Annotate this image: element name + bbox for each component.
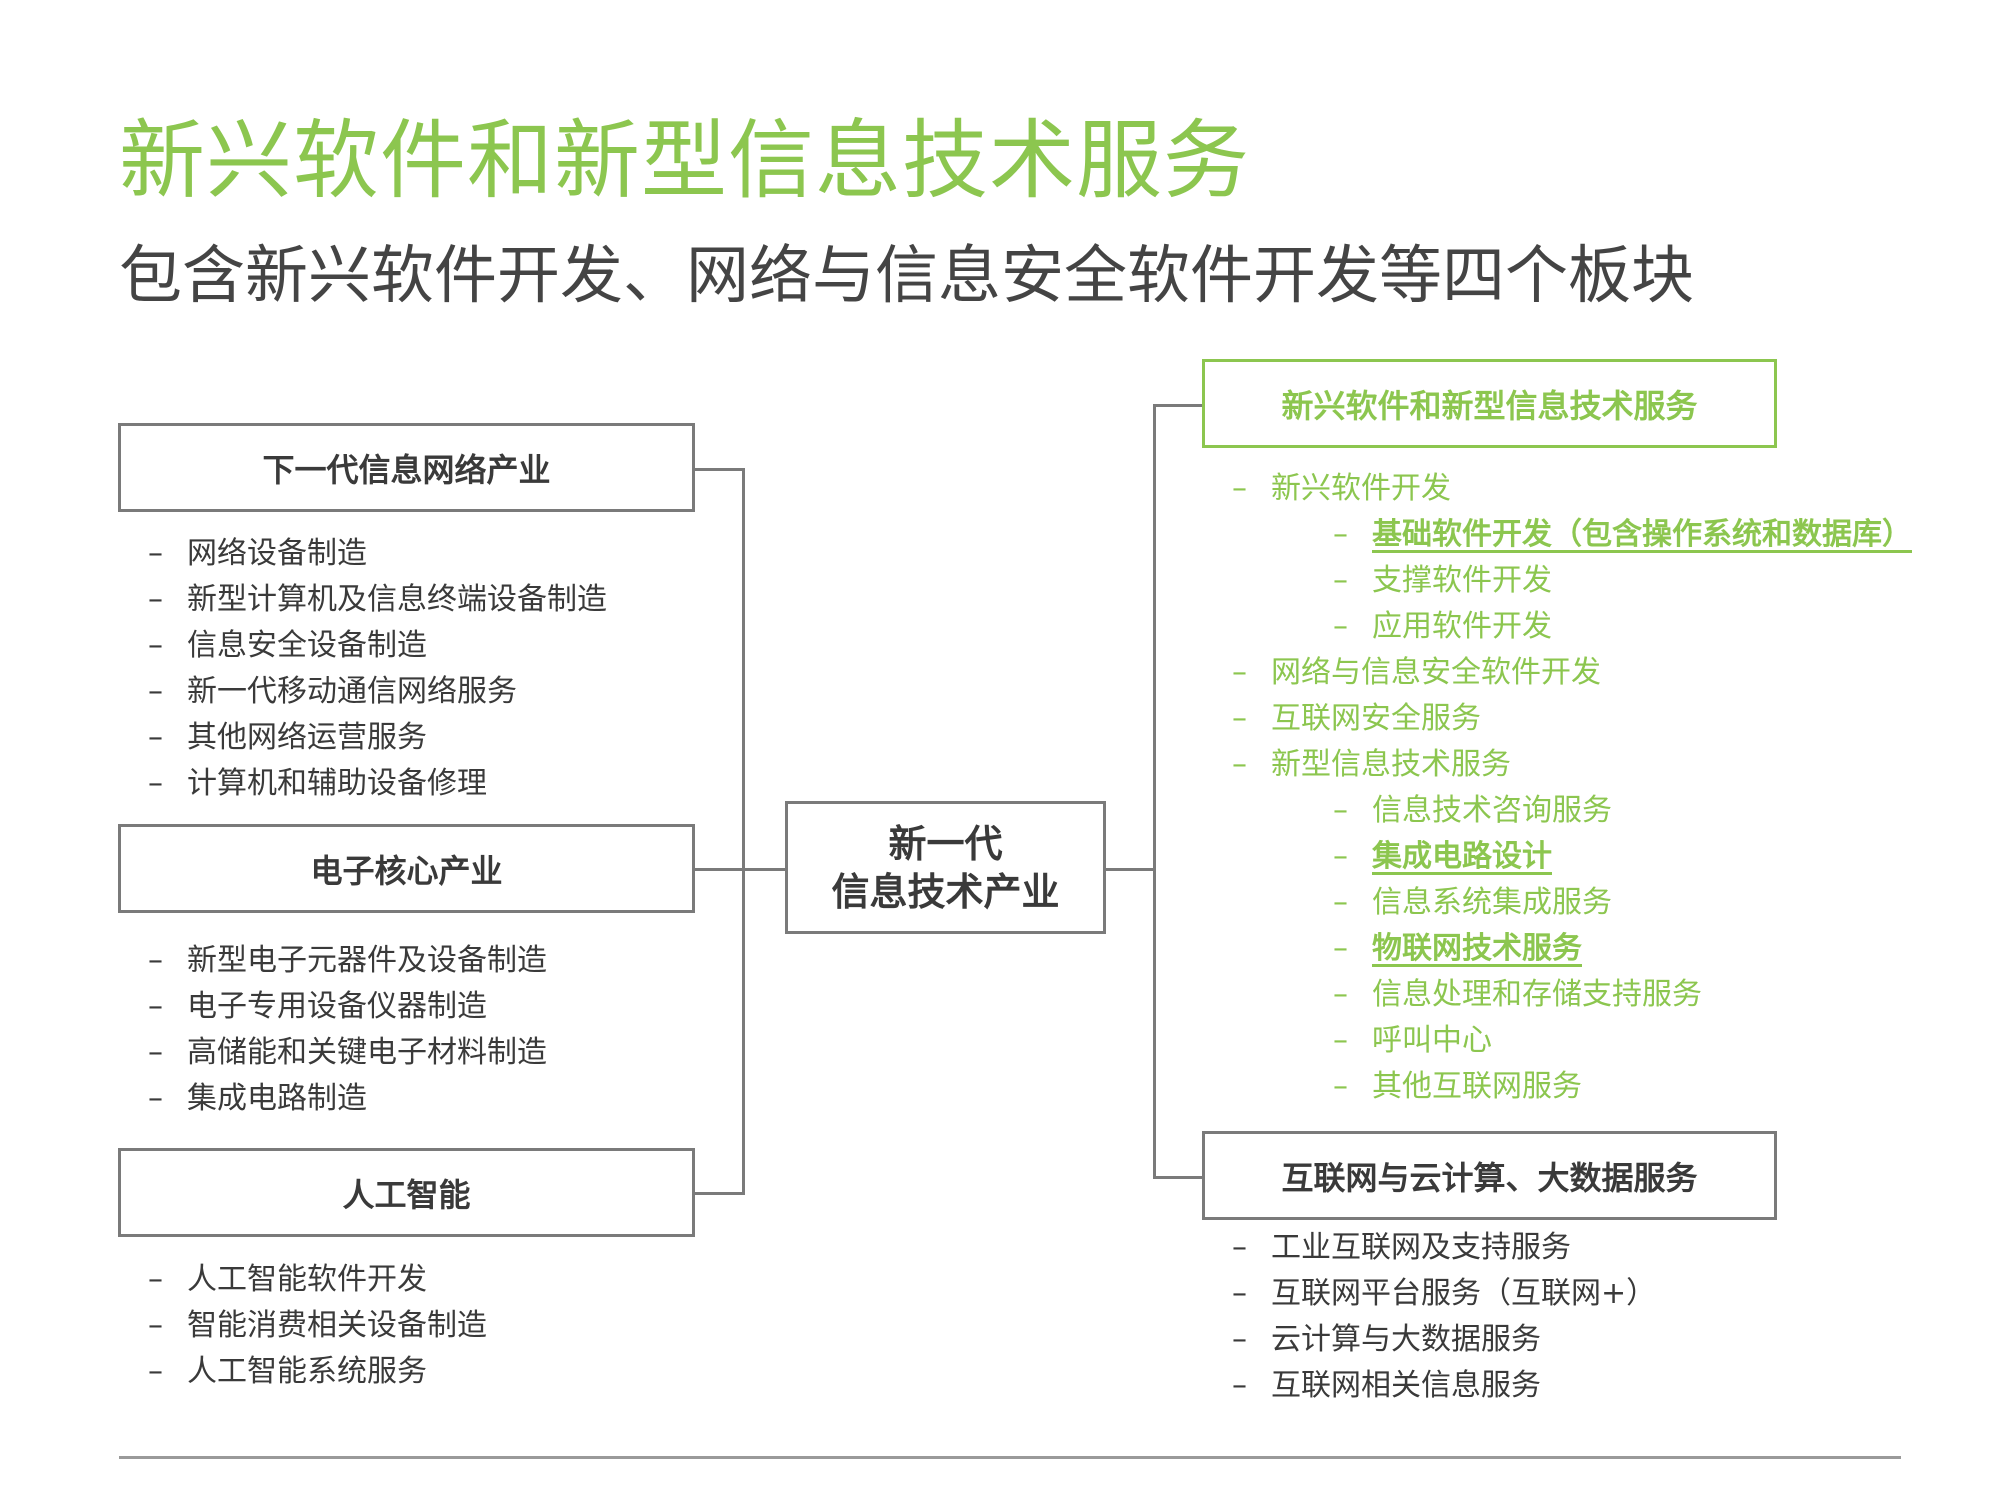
right-group-box-emerging-software: 新兴软件和新型信息技术服务 <box>1202 359 1777 448</box>
connector-line <box>742 468 745 1195</box>
dash-glyph: – <box>1333 1069 1348 1104</box>
left-group-list-ai: –人工智能软件开发 –智能消费相关设备制造 –人工智能系统服务 <box>148 1257 487 1395</box>
list-item: –互联网平台服务（互联网+） <box>1232 1271 1656 1317</box>
list-item: –信息技术咨询服务 <box>1333 788 1912 834</box>
list-item: –信息处理和存储支持服务 <box>1333 972 1912 1018</box>
left-group-list-network: –网络设备制造 –新型计算机及信息终端设备制造 –信息安全设备制造 –新一代移动… <box>148 531 607 807</box>
dash-glyph: – <box>1333 793 1348 828</box>
connector-line <box>1153 404 1156 1179</box>
left-group-title: 电子核心产业 <box>310 851 503 890</box>
right-group-title: 新兴软件和新型信息技术服务 <box>1281 386 1698 425</box>
dash-glyph: – <box>1232 701 1247 736</box>
dash-glyph: – <box>148 536 163 571</box>
dash-glyph: – <box>148 1308 163 1343</box>
connector-line <box>742 868 786 871</box>
dash-glyph: – <box>1333 517 1348 552</box>
dash-glyph: – <box>148 1262 163 1297</box>
list-item: –呼叫中心 <box>1333 1018 1912 1064</box>
right-group-list-emerging-software: –新兴软件开发 –基础软件开发（包含操作系统和数据库） –支撑软件开发 –应用软… <box>1232 466 1912 1110</box>
dash-glyph: – <box>1333 931 1348 966</box>
list-item: –计算机和辅助设备修理 <box>148 761 607 807</box>
list-item: –新一代移动通信网络服务 <box>148 669 607 715</box>
right-group-list-cloud-bigdata: –工业互联网及支持服务 –互联网平台服务（互联网+） –云计算与大数据服务 –互… <box>1232 1225 1656 1409</box>
list-item: –人工智能软件开发 <box>148 1257 487 1303</box>
right-group-box-cloud-bigdata: 互联网与云计算、大数据服务 <box>1202 1131 1777 1220</box>
connector-line <box>695 868 745 871</box>
dash-glyph: – <box>1333 885 1348 920</box>
dash-glyph: – <box>1333 563 1348 598</box>
list-item: –人工智能系统服务 <box>148 1349 487 1395</box>
list-item: –互联网安全服务 <box>1232 696 1912 742</box>
list-item: –其他网络运营服务 <box>148 715 607 761</box>
list-item: –互联网相关信息服务 <box>1232 1363 1656 1409</box>
dash-glyph: – <box>148 1035 163 1070</box>
left-group-box-electronics: 电子核心产业 <box>118 824 695 913</box>
list-item: –网络设备制造 <box>148 531 607 577</box>
list-item: –新型信息技术服务 <box>1232 742 1912 788</box>
dash-glyph: – <box>1232 1276 1247 1311</box>
list-item: –信息安全设备制造 <box>148 623 607 669</box>
connector-line <box>1106 868 1156 871</box>
dash-glyph: – <box>1232 471 1247 506</box>
page-title: 新兴软件和新型信息技术服务 <box>119 111 1250 211</box>
list-item: –集成电路制造 <box>148 1076 547 1122</box>
left-group-title: 人工智能 <box>342 1175 471 1214</box>
left-group-box-network: 下一代信息网络产业 <box>118 423 695 512</box>
dash-glyph: – <box>1232 1322 1247 1357</box>
connector-line <box>1153 1176 1204 1179</box>
dash-glyph: – <box>1333 1023 1348 1058</box>
list-item: –高储能和关键电子材料制造 <box>148 1030 547 1076</box>
page-subtitle: 包含新兴软件开发、网络与信息安全软件开发等四个板块 <box>119 239 1694 312</box>
footer-divider <box>119 1456 1901 1459</box>
list-item: –新兴软件开发 <box>1232 466 1912 512</box>
list-item: –新型电子元器件及设备制造 <box>148 938 547 984</box>
list-item: –应用软件开发 <box>1333 604 1912 650</box>
center-node-line2: 信息技术产业 <box>831 869 1060 914</box>
dash-glyph: – <box>148 943 163 978</box>
list-item: –支撑软件开发 <box>1333 558 1912 604</box>
dash-glyph: – <box>1232 1368 1247 1403</box>
list-item: –新型计算机及信息终端设备制造 <box>148 577 607 623</box>
list-item: –工业互联网及支持服务 <box>1232 1225 1656 1271</box>
connector-line <box>695 1192 745 1195</box>
dash-glyph: – <box>148 720 163 755</box>
dash-glyph: – <box>148 766 163 801</box>
left-group-title: 下一代信息网络产业 <box>262 450 551 489</box>
dash-glyph: – <box>1232 1230 1247 1265</box>
dash-glyph: – <box>1333 609 1348 644</box>
list-item: –云计算与大数据服务 <box>1232 1317 1656 1363</box>
dash-glyph: – <box>148 989 163 1024</box>
list-item: –电子专用设备仪器制造 <box>148 984 547 1030</box>
dash-glyph: – <box>1232 655 1247 690</box>
dash-glyph: – <box>148 674 163 709</box>
center-node-box: 新一代 信息技术产业 <box>785 801 1106 934</box>
list-item: –网络与信息安全软件开发 <box>1232 650 1912 696</box>
list-item-highlighted: –物联网技术服务 <box>1333 926 1912 972</box>
connector-line <box>1153 404 1204 407</box>
dash-glyph: – <box>148 582 163 617</box>
dash-glyph: – <box>148 628 163 663</box>
dash-glyph: – <box>1333 839 1348 874</box>
list-item: –信息系统集成服务 <box>1333 880 1912 926</box>
dash-glyph: – <box>1333 977 1348 1012</box>
list-item: –智能消费相关设备制造 <box>148 1303 487 1349</box>
dash-glyph: – <box>1232 747 1247 782</box>
list-item-highlighted: –基础软件开发（包含操作系统和数据库） <box>1333 512 1912 558</box>
dash-glyph: – <box>148 1354 163 1389</box>
dash-glyph: – <box>148 1081 163 1116</box>
left-group-list-electronics: –新型电子元器件及设备制造 –电子专用设备仪器制造 –高储能和关键电子材料制造 … <box>148 938 547 1122</box>
list-item: –其他互联网服务 <box>1333 1064 1912 1110</box>
connector-line <box>695 468 745 471</box>
list-item-highlighted: –集成电路设计 <box>1333 834 1912 880</box>
right-group-title: 互联网与云计算、大数据服务 <box>1281 1158 1698 1197</box>
left-group-box-ai: 人工智能 <box>118 1148 695 1237</box>
center-node-line1: 新一代 <box>888 821 1003 866</box>
